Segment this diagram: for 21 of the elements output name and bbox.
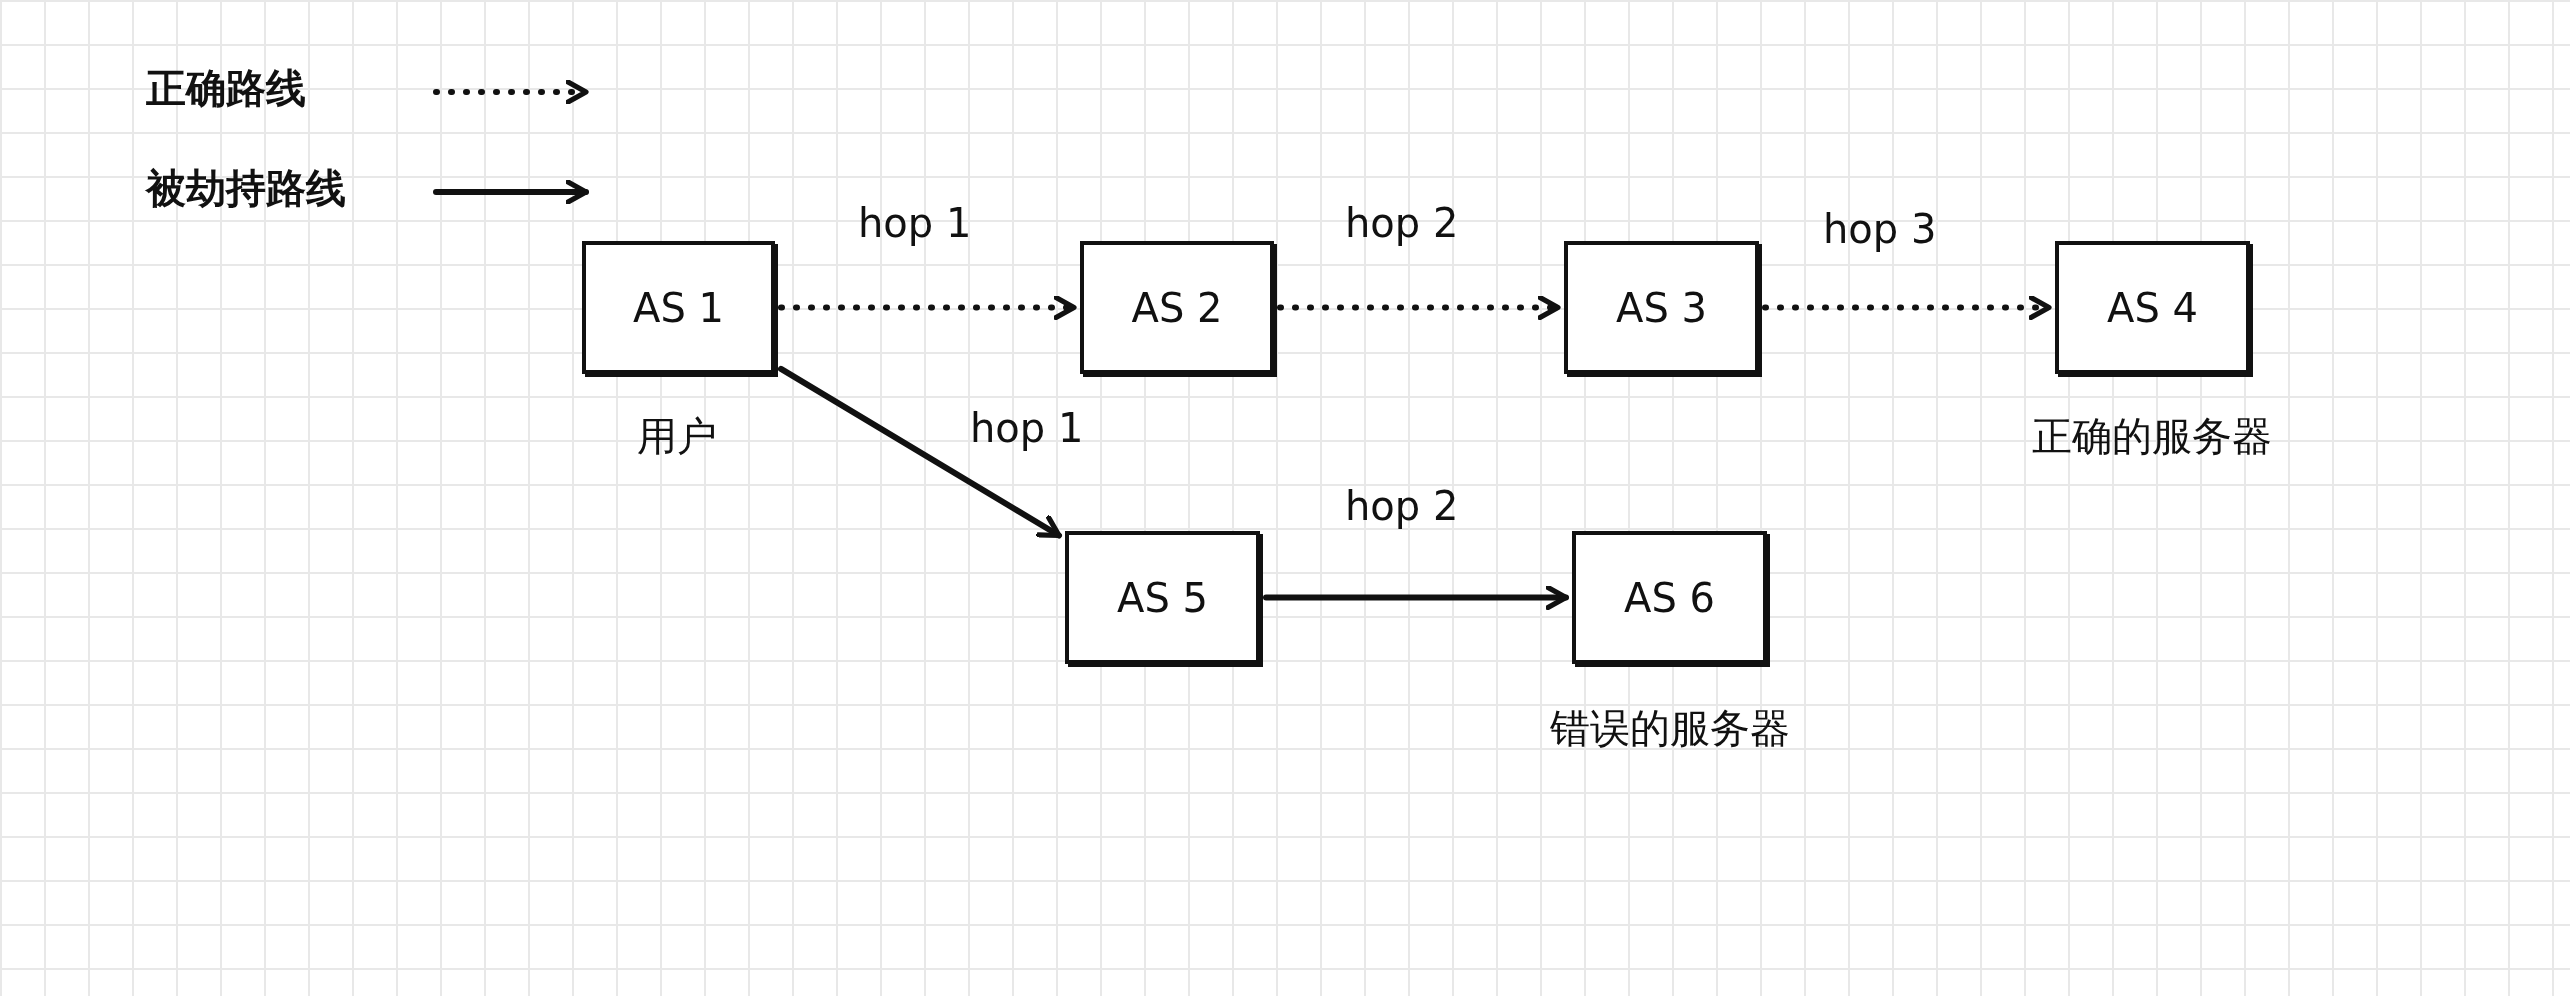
process-box: AS 4 xyxy=(2055,241,2250,374)
process-box: AS 5 xyxy=(1065,531,1260,664)
process-box: AS 1 xyxy=(582,241,775,374)
legend-label: 正确路线 xyxy=(146,64,306,112)
node-caption: 用户 xyxy=(636,412,718,461)
legend-label: 被劫持路线 xyxy=(146,164,346,212)
edge-label: hop 1 xyxy=(970,404,1084,452)
edge-label: hop 2 xyxy=(1345,199,1459,247)
process-box: AS 6 xyxy=(1572,531,1767,664)
edge-label: hop 1 xyxy=(858,199,972,247)
arrow xyxy=(1263,584,1569,611)
node-caption: 错误的服务器 xyxy=(1549,704,1791,753)
node-caption: 正确的服务器 xyxy=(2031,412,2273,461)
edge-label: hop 2 xyxy=(1345,482,1459,530)
process-box: AS 2 xyxy=(1080,241,1274,374)
arrow xyxy=(1277,294,1561,321)
arrow xyxy=(778,294,1077,321)
edge-label: hop 3 xyxy=(1823,205,1937,253)
arrow xyxy=(778,365,1062,539)
arrow xyxy=(1762,294,2052,321)
process-box: AS 3 xyxy=(1564,241,1759,374)
